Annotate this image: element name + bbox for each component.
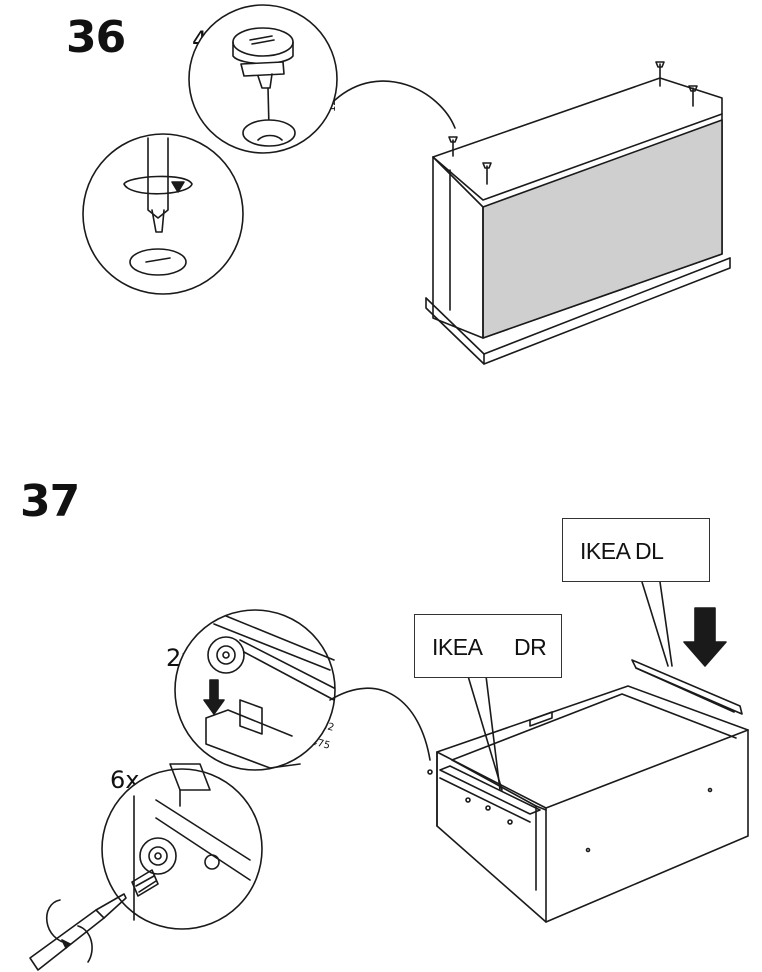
drawer-box-illustration bbox=[427, 659, 749, 923]
roller-detail-circle-top bbox=[174, 609, 336, 771]
step-37-number: 37 bbox=[20, 476, 80, 527]
drawer-roller-icon bbox=[203, 615, 335, 769]
roller-detail-circle-bottom bbox=[101, 768, 263, 930]
ikea-dl-label: IKEA DL bbox=[580, 538, 664, 564]
ikea-dl-label-box bbox=[562, 518, 710, 582]
ikea-dr-label-brand: IKEA bbox=[432, 634, 483, 660]
down-arrow-icon bbox=[683, 607, 727, 667]
cam-lock-detail-circle bbox=[188, 4, 338, 154]
ikea-dr-label-side: DR bbox=[514, 634, 547, 660]
cam-lock-fitting-icon bbox=[232, 27, 296, 147]
ikea-dr-label-box bbox=[414, 614, 562, 678]
drawer-roller-screw-icon bbox=[131, 763, 251, 921]
screwdriver-icon bbox=[123, 137, 193, 276]
screwdriver-icon bbox=[29, 893, 127, 971]
callout-leader-line bbox=[334, 80, 456, 129]
step-36-number: 36 bbox=[66, 12, 126, 63]
callout-leader-line bbox=[329, 687, 431, 761]
cabinet-box-illustration bbox=[425, 61, 731, 365]
